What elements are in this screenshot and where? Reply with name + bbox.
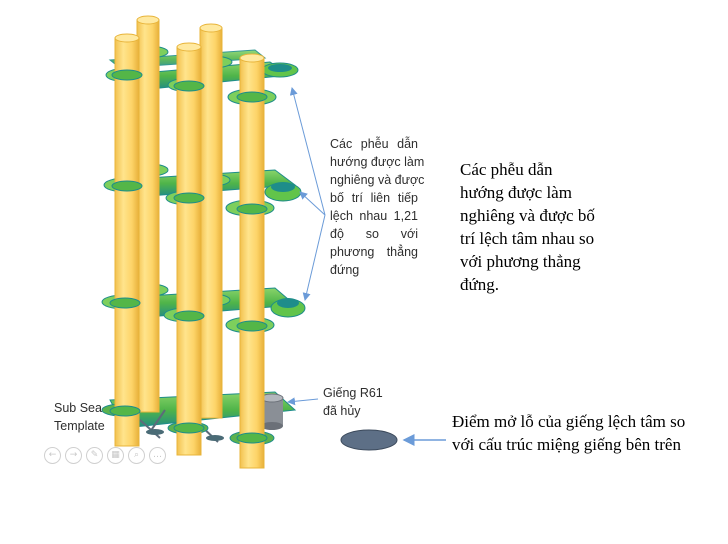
funnel-callout-line: hướng được làm — [330, 155, 425, 169]
funnel-callout-line: Các phễu dẫn — [330, 137, 418, 151]
funnel-callout-text: Các phễu dẫn hướng được làm nghiêng và đ… — [330, 135, 425, 279]
funnel-note-line: hướng được làm — [460, 183, 572, 202]
well-offset-note-line: với cấu trúc miệng giếng bên trên — [452, 435, 681, 454]
well-r61-label-line: Giếng R61 — [323, 386, 383, 400]
conductor-pipes — [114, 15, 265, 469]
funnel-callout-line: đứng — [330, 263, 360, 277]
pipe-collars — [109, 69, 268, 444]
funnel-callout-arrows — [289, 87, 326, 301]
more-icon[interactable]: … — [149, 447, 166, 464]
funnel-note-line: trí lệch tâm nhau so — [460, 229, 595, 248]
funnel-callout-line: nghiêng và được — [330, 173, 425, 187]
funnel-note-line: Các phễu dẫn — [460, 160, 553, 179]
funnel-note-line: nghiêng và được bố — [460, 206, 595, 225]
funnel-note-line: đứng. — [460, 275, 499, 294]
well-r61-label: Giếng R61 đã hủy — [323, 384, 383, 420]
search-icon[interactable]: ⌕ — [128, 447, 145, 464]
subsea-template-label-line: Sub Sea — [54, 401, 102, 415]
funnel-note-line: với phương thẳng — [460, 252, 581, 271]
arrow-left-icon[interactable]: ← — [44, 447, 61, 464]
well-r61-label-line: đã hủy — [323, 404, 361, 418]
arrow-right-icon[interactable]: → — [65, 447, 82, 464]
well-spud-marker — [340, 429, 398, 451]
funnel-callout-line: lệch nhau 1,21 — [330, 209, 418, 223]
subsea-template-label-line: Template — [54, 419, 105, 433]
table-icon[interactable]: ▦ — [107, 447, 124, 464]
well-r61-cylinder — [260, 393, 284, 430]
funnel-callout-line: phương thẳng — [330, 245, 418, 259]
well-offset-note-line: Điểm mở lỗ của giếng lệch tâm so — [452, 412, 686, 431]
subsea-template-label: Sub Sea Template — [54, 399, 105, 435]
funnel-callout-line: bố trí liên tiếp — [330, 191, 418, 205]
well-r61-arrow — [287, 397, 319, 406]
slideshow-toolbar: ← → ✎ ▦ ⌕ … — [44, 447, 166, 464]
pen-icon[interactable]: ✎ — [86, 447, 103, 464]
funnel-note: Các phễu dẫn hướng được làm nghiêng và đ… — [460, 158, 595, 296]
funnel-callout-line: độ so với — [330, 227, 418, 241]
well-offset-note: Điểm mở lỗ của giếng lệch tâm so với cấu… — [452, 410, 685, 456]
